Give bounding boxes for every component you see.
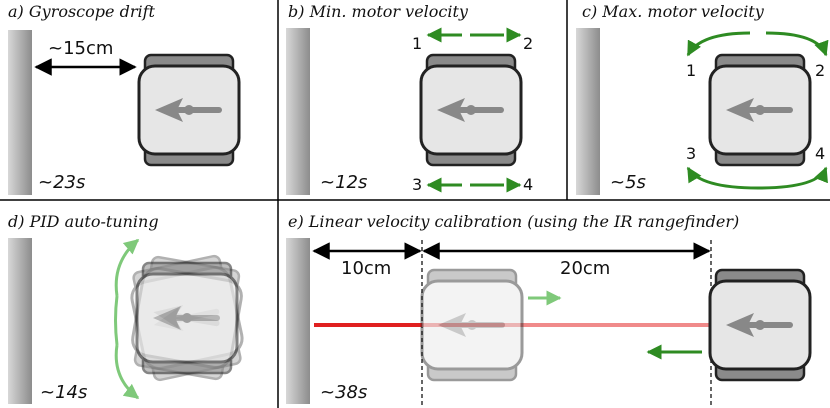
panel-e-time: ~38s (320, 382, 367, 403)
panel-a-distance: ~15cm (48, 38, 113, 59)
robot-icon (710, 270, 810, 380)
panel-c-max-motor-velocity: c) Max. motor velocity 1 2 3 4 ~5s (576, 2, 829, 195)
robot-icon (710, 55, 810, 165)
motor-label-2: 2 (523, 34, 533, 53)
panel-b-title: b) Min. motor velocity (288, 2, 469, 21)
wall (8, 30, 32, 195)
robot-icon-ghost (422, 270, 522, 380)
motor-label-4: 4 (523, 175, 533, 194)
panel-a-time: ~23s (38, 172, 85, 193)
wall (8, 238, 32, 404)
panel-d-time: ~14s (40, 382, 87, 403)
motor-label-4: 4 (815, 144, 825, 163)
panel-e-title: e) Linear velocity calibration (using th… (288, 212, 739, 231)
panel-e-linear-velocity-calibration: e) Linear velocity calibration (using th… (286, 212, 810, 406)
motor-label-2: 2 (815, 61, 825, 80)
distance-label-near: 10cm (341, 258, 391, 279)
panel-c-title: c) Max. motor velocity (582, 2, 765, 21)
rotation-arrow-middle (114, 295, 119, 346)
wall (286, 238, 310, 404)
wheel-arrow-top-right (765, 31, 829, 57)
motor-label-3: 3 (412, 175, 422, 194)
rotation-arrow-bottom (114, 344, 140, 400)
rotation-arrow-top (114, 238, 140, 297)
panel-a-title: a) Gyroscope drift (8, 2, 156, 21)
distance-label-far: 20cm (560, 258, 610, 279)
panel-b-time: ~12s (320, 172, 367, 193)
robot-icon (137, 263, 237, 373)
motor-label-1: 1 (412, 34, 422, 53)
wall (286, 28, 310, 195)
motor-label-1: 1 (686, 61, 696, 80)
wheel-arrow-top-left (686, 31, 751, 57)
panel-d-title: d) PID auto-tuning (8, 212, 159, 231)
panel-c-time: ~5s (610, 172, 646, 193)
robot-icon (139, 55, 239, 165)
panel-a-gyroscope-drift: a) Gyroscope drift ~15cm ~23s (8, 2, 239, 195)
motor-label-3: 3 (686, 144, 696, 163)
wall (576, 28, 600, 195)
robot-icon (421, 55, 521, 165)
wheel-arrow-bottom (686, 166, 828, 190)
panel-b-min-motor-velocity: b) Min. motor velocity 1 2 3 4 ~12s (286, 2, 533, 195)
panel-d-pid-auto-tuning: d) PID auto-tuning ~14s (8, 212, 247, 404)
